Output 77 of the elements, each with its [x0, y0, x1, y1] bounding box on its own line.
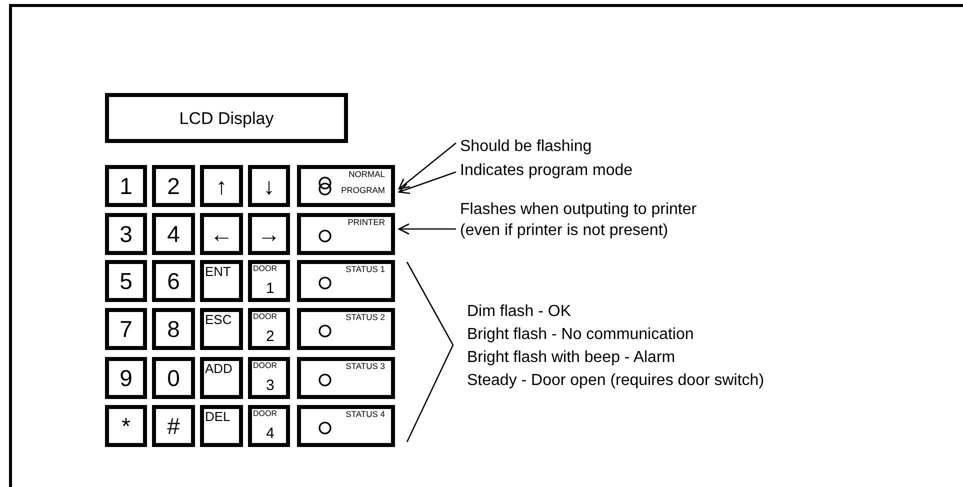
annotation-text: Indicates program mode — [460, 160, 760, 182]
keypad-key — [152, 308, 195, 350]
keypad-key — [152, 405, 195, 447]
key-label: ↑ — [216, 174, 228, 198]
keypad-key — [200, 405, 243, 447]
key-label: ↓ — [263, 174, 275, 198]
key-label: 5 — [120, 270, 132, 292]
keypad-key — [105, 165, 147, 207]
key-label: 1 — [120, 174, 132, 198]
keypad-key — [248, 308, 290, 350]
key-label: 0 — [167, 366, 180, 390]
key-label: 3 — [266, 378, 274, 393]
key-label: 2 — [167, 174, 180, 198]
keypad-key — [152, 260, 195, 302]
note-text: Bright flash with beep - Alarm — [467, 348, 676, 368]
key-label: 2 — [266, 329, 274, 344]
key-label: → — [258, 222, 280, 246]
key-label: 6 — [167, 270, 180, 292]
keypad-key — [152, 165, 195, 207]
key-label: ESC — [205, 313, 232, 326]
indicator-panel — [297, 405, 395, 447]
keypad-key — [200, 213, 243, 255]
key-label: 8 — [167, 318, 180, 340]
keypad-key — [248, 213, 290, 255]
indicator-panel — [297, 308, 395, 350]
indicator-label: STATUS 4 — [346, 410, 385, 418]
keypad-key — [200, 165, 243, 207]
keypad-key — [200, 357, 243, 399]
indicator-panel — [297, 165, 395, 207]
key-label: DOOR — [253, 410, 277, 418]
indicator-label: PROGRAM — [341, 186, 385, 194]
key-label: # — [167, 414, 180, 438]
keypad-key — [105, 213, 147, 255]
keypad-key — [105, 308, 147, 350]
key-label: ADD — [205, 362, 232, 375]
annotation-text: Flashes when outputing to printer (even if printer is not present) — [460, 199, 722, 243]
annotation-text: Should be flashing — [460, 136, 760, 158]
keypad-key — [152, 213, 195, 255]
key-label: 1 — [266, 281, 274, 296]
keypad-key — [105, 260, 147, 302]
key-label: 7 — [120, 318, 132, 340]
indicator-label: PRINTER — [348, 218, 385, 226]
indicator-panel — [297, 357, 395, 399]
key-label: 4 — [167, 222, 180, 246]
key-label: ENT — [205, 265, 231, 278]
lcd-display-box — [105, 93, 348, 143]
key-label: * — [122, 414, 130, 438]
note-text: Bright flash - No communication — [467, 325, 694, 345]
key-label: DEL — [205, 410, 230, 423]
arrow — [398, 171, 456, 194]
indicator-label: NORMAL — [348, 170, 385, 178]
indicator-label: STATUS 2 — [346, 313, 385, 322]
keypad-key — [248, 405, 290, 447]
keypad-key — [248, 165, 290, 207]
indicator-panel — [297, 213, 395, 255]
note-text: Dim flash - OK — [467, 302, 572, 322]
key-label: 4 — [266, 426, 274, 441]
key-label: DOOR — [253, 313, 277, 321]
key-label: DOOR — [253, 362, 277, 370]
key-label: ← — [210, 222, 233, 246]
indicator-label: STATUS 1 — [346, 265, 385, 274]
keypad-key — [105, 405, 147, 447]
display-label: LCD Display — [179, 110, 274, 126]
key-label: 3 — [120, 222, 132, 246]
keypad-key — [200, 260, 243, 302]
arrow — [398, 223, 456, 235]
note-text: Steady - Door open (requires door switch) — [467, 371, 764, 391]
key-label: DOOR — [253, 265, 277, 273]
indicator-label: STATUS 3 — [346, 362, 385, 370]
keypad-key — [200, 308, 243, 350]
keypad-key — [248, 357, 290, 399]
keypad-key — [248, 260, 290, 302]
keypad-key — [105, 357, 147, 399]
indicator-panel — [297, 260, 395, 302]
key-label: 9 — [120, 366, 132, 390]
arrow — [398, 142, 456, 190]
keypad-key — [152, 357, 195, 399]
